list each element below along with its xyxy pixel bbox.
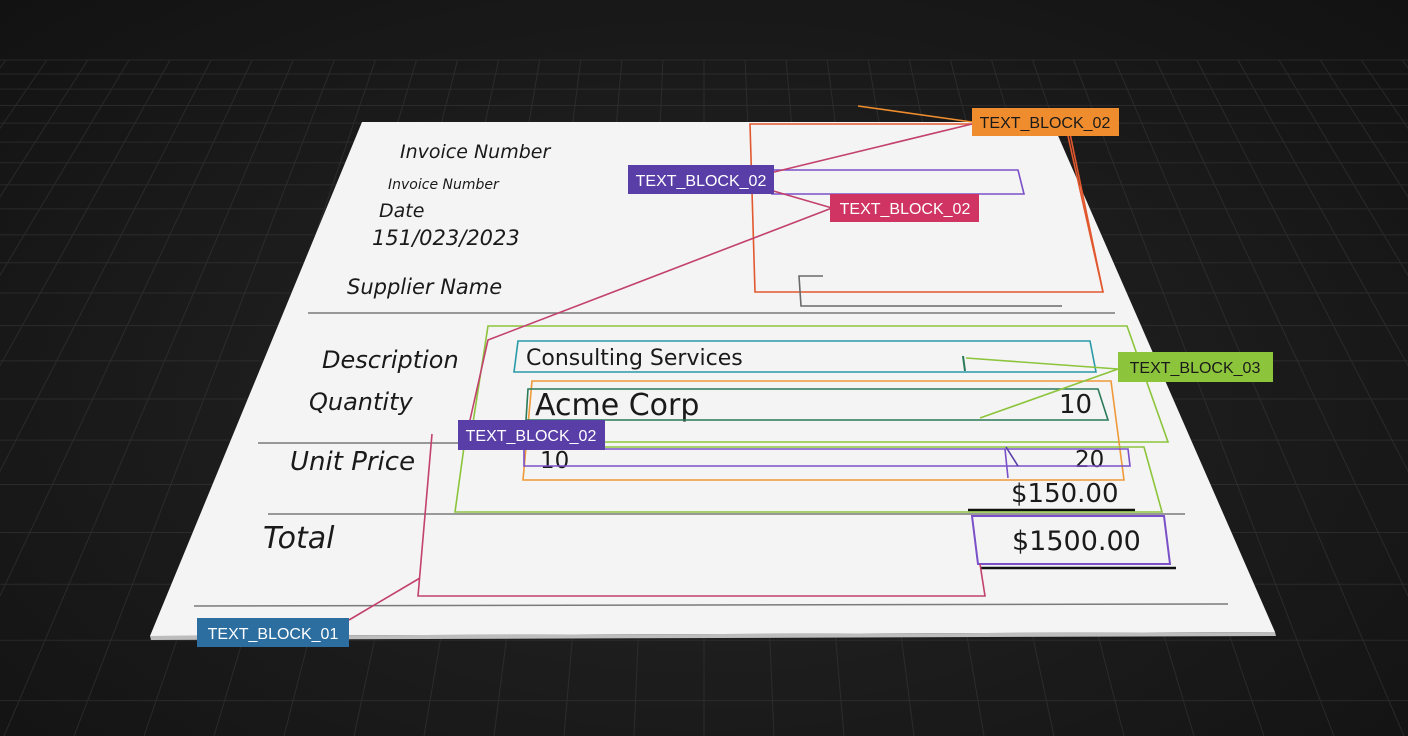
header-bracket	[798, 275, 1062, 307]
tag-bg	[1118, 352, 1273, 382]
invoice-paper	[150, 122, 1275, 636]
tag-bg	[458, 420, 605, 450]
tag-label: TEXT_BLOCK_02	[466, 428, 597, 445]
unit-price-box	[523, 448, 1131, 467]
supplier-name-label: Supplier Name	[347, 275, 502, 299]
tag-label: TEXT_BLOCK_03	[1130, 360, 1261, 377]
unit-price-label: Unit Price	[290, 447, 415, 477]
price-region-box	[454, 446, 1164, 513]
supplier-green-box	[525, 388, 1110, 421]
tag-text-block-02-pink: TEXT_BLOCK_02	[830, 194, 979, 222]
tag-label: TEXT_BLOCK_01	[208, 626, 339, 643]
description-box	[513, 340, 1097, 373]
invoice-number-heading: Invoice Number	[400, 141, 551, 163]
unit-price-tick	[1005, 446, 1019, 467]
invoice-paper-edge	[150, 632, 1276, 640]
invoice-number-subheading: Invoice Number	[388, 177, 500, 193]
tag-bg	[972, 108, 1119, 136]
line-items-region-box	[469, 325, 1170, 443]
tag-text-block-02-orange: TEXT_BLOCK_02	[972, 108, 1119, 136]
tag-bg	[197, 618, 349, 647]
unit-price-right-value: 20	[1075, 447, 1104, 473]
tag-label: TEXT_BLOCK_02	[636, 173, 767, 190]
date-label: Date	[379, 200, 424, 222]
date-value: 151/023/2023	[372, 226, 520, 250]
text-block-01-region	[417, 433, 986, 597]
tag-text-block-02-purple-mid: TEXT_BLOCK_02	[458, 420, 605, 450]
description-value: Consulting Services	[526, 346, 743, 371]
total-label: Total	[263, 521, 335, 556]
tag-text-block-03-green: TEXT_BLOCK_03	[1118, 352, 1273, 382]
description-label: Description	[322, 346, 459, 374]
tag-layer: TEXT_BLOCK_02 TEXT_BLOCK_02 TEXT_BLOCK_0…	[197, 108, 1273, 647]
line-amount-value: $150.00	[1011, 479, 1119, 509]
tag-bg	[830, 194, 979, 222]
leader-lines	[348, 105, 1124, 621]
unit-price-left-value: 10	[540, 448, 569, 474]
tag-label: TEXT_BLOCK_02	[980, 115, 1111, 132]
total-amount-value: $1500.00	[1012, 526, 1141, 557]
tag-label: TEXT_BLOCK_02	[840, 201, 971, 218]
quantity-value: 10	[1059, 390, 1092, 420]
total-box	[970, 515, 1172, 565]
quantity-label: Quantity	[309, 388, 414, 416]
unit-price-divider	[1004, 448, 1009, 479]
tag-text-block-02-purple-top: TEXT_BLOCK_02	[628, 165, 774, 194]
supplier-value: Acme Corp	[535, 388, 699, 423]
tag-text-block-01-blue: TEXT_BLOCK_01	[197, 618, 349, 647]
tag-bg	[628, 165, 774, 194]
